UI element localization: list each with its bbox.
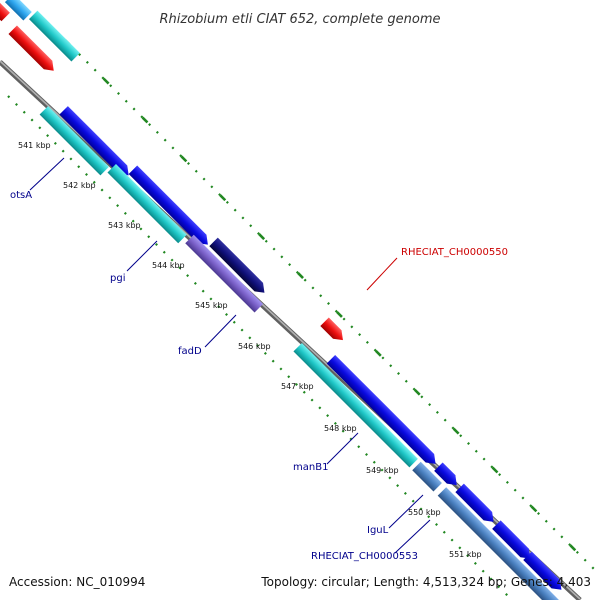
topology-label: Topology: circular; Length: 4,513,324 bp…	[260, 575, 591, 589]
kbp-tick-label: 543 kbp	[108, 221, 141, 230]
cds-feature-forward-2[interactable]	[128, 165, 212, 248]
kbp-tick-label: 544 kbp	[152, 261, 185, 270]
cds-feature-steel-iguL[interactable]	[412, 461, 442, 492]
cds-feature-forward-5[interactable]	[434, 462, 461, 489]
kbp-tick-label: 541 kbp	[18, 141, 51, 150]
outer-tick-track-major	[39, 14, 600, 576]
otsA-leader	[29, 157, 65, 191]
cds-feature-red-top-b[interactable]	[8, 25, 57, 74]
cds-feature-cyan-otsA[interactable]	[39, 106, 109, 176]
kbp-tick-label: 545 kbp	[195, 301, 228, 310]
cds-feature-cyan-pgi[interactable]	[107, 164, 187, 244]
cds-feature-red-top-a[interactable]	[0, 2, 10, 22]
cds-feature-forward-4[interactable]	[326, 354, 440, 468]
kbp-tick-label: 546 kbp	[238, 342, 271, 351]
iguL-leader	[388, 494, 424, 529]
cds-feature-forward-1[interactable]	[59, 106, 133, 180]
cds-feature-forward-6[interactable]	[455, 483, 497, 526]
cds-feature-red-ch550[interactable]	[320, 317, 347, 344]
gene-label-fadD[interactable]: fadD	[178, 346, 202, 357]
cds-feature-purple-fadD[interactable]	[185, 234, 264, 313]
ch550-leader	[366, 257, 398, 291]
kbp-tick-label: 551 kbp	[449, 550, 482, 559]
gene-label-ch553[interactable]: RHECIAT_CH0000553	[311, 551, 418, 562]
manB1-leader	[326, 432, 359, 465]
cds-feature-cyan-top[interactable]	[28, 10, 80, 62]
kbp-tick-label: 548 kbp	[324, 424, 357, 433]
cds-feature-forward-8[interactable]	[523, 551, 565, 594]
cds-feature-cyan-manB1[interactable]	[293, 342, 418, 468]
kbp-tick-label: 542 kbp	[63, 181, 96, 190]
gene-label-pgi[interactable]: pgi	[110, 273, 125, 284]
fadD-leader	[204, 314, 237, 348]
pgi-leader	[126, 240, 158, 272]
cds-feature-forward-3[interactable]	[209, 237, 268, 297]
gene-label-otsA[interactable]: otsA	[10, 190, 32, 201]
cds-feature-sky[interactable]	[4, 0, 32, 21]
kbp-tick-label: 549 kbp	[366, 466, 399, 475]
kbp-tick-label: 550 kbp	[408, 508, 441, 517]
ch553-leader	[394, 519, 431, 554]
cds-feature-steel-ch553[interactable]	[437, 487, 560, 600]
map-title: Rhizobium etli CIAT 652, complete genome	[160, 12, 441, 27]
gene-label-ch550[interactable]: RHECIAT_CH0000550	[401, 247, 508, 258]
outer-tick-track	[39, 14, 600, 576]
kbp-tick-label: 547 kbp	[281, 382, 314, 391]
gene-label-manB1[interactable]: manB1	[293, 462, 328, 473]
accession-label: Accession: NC_010994	[9, 575, 145, 589]
gene-label-iguL[interactable]: IguL	[367, 525, 389, 536]
cds-feature-forward-7[interactable]	[492, 520, 534, 562]
